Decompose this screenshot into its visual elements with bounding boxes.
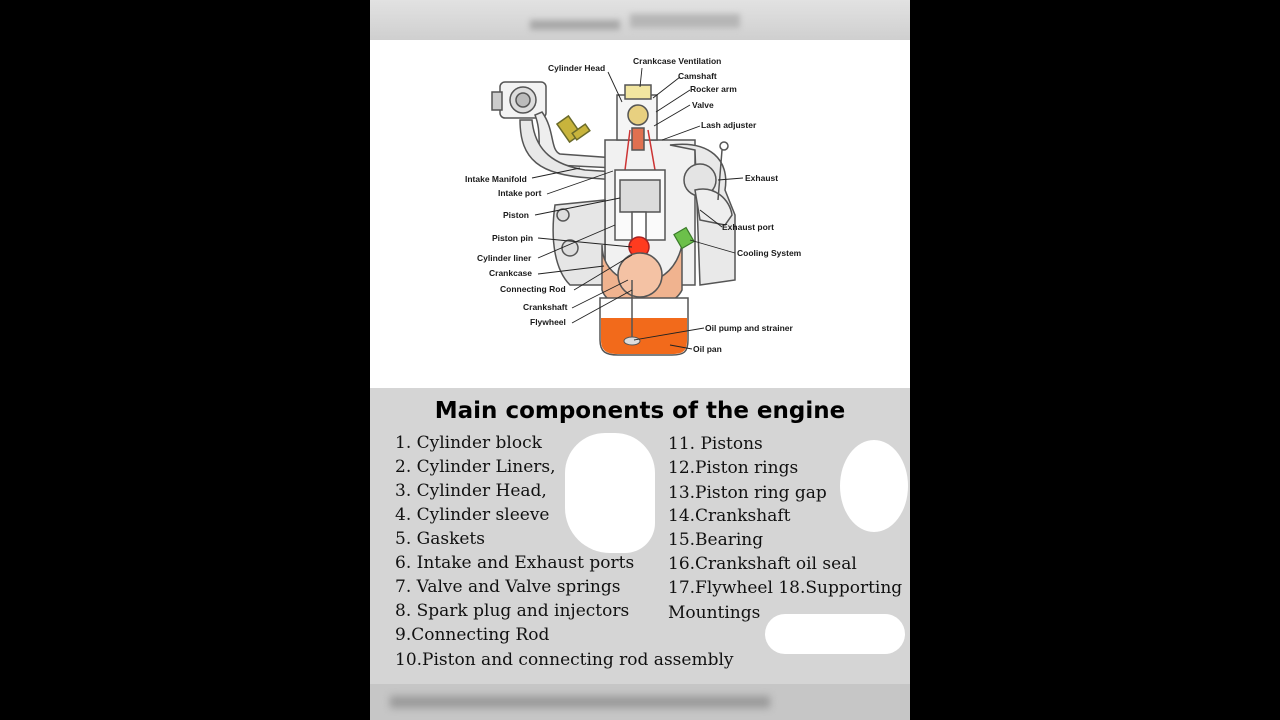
list-item: 2. Cylinder Liners, <box>395 457 556 477</box>
label-intake-manifold: Intake Manifold <box>465 174 527 184</box>
label-crankcase: Crankcase <box>489 268 533 278</box>
list-item: 7. Valve and Valve springs <box>395 577 621 597</box>
list-item: 11. Pistons <box>668 434 763 454</box>
blurred-top-strip <box>370 0 910 40</box>
list-item: Mountings <box>668 603 761 623</box>
list-item: 13.Piston ring gap <box>668 483 827 503</box>
label-exhaust-port: Exhaust port <box>722 222 774 232</box>
label-oil-pan: Oil pan <box>693 344 722 354</box>
list-item: 10.Piston and connecting rod assembly <box>395 650 734 670</box>
redaction-mask <box>840 440 908 532</box>
list-item: 15.Bearing <box>668 530 764 550</box>
oil-pan-shape <box>599 280 689 356</box>
engine-diagram: Cylinder Head Crankcase Ventilation Cams… <box>370 40 910 388</box>
list-item: 17.Flywheel 18.Supporting <box>668 578 903 598</box>
list-item: 14.Crankshaft <box>668 506 791 526</box>
label-crankcase-ventilation: Crankcase Ventilation <box>633 56 722 66</box>
label-oil-pump-and-strainer: Oil pump and strainer <box>705 323 793 333</box>
blurred-bottom-strip <box>370 684 910 720</box>
list-item: 6. Intake and Exhaust ports <box>395 553 635 573</box>
cooling-hose-shape <box>673 226 695 250</box>
label-cylinder-head: Cylinder Head <box>548 63 606 73</box>
list-item: 1. Cylinder block <box>395 433 542 453</box>
list-title: Main components of the engine <box>434 398 846 424</box>
components-list: Main components of the engine 1. Cylinde… <box>370 388 910 684</box>
label-exhaust: Exhaust <box>745 173 779 183</box>
label-cooling-system: Cooling System <box>737 248 802 258</box>
label-camshaft: Camshaft <box>678 71 717 81</box>
post-image: Cylinder Head Crankcase Ventilation Cams… <box>370 0 910 720</box>
label-rocker-arm: Rocker arm <box>690 84 737 94</box>
label-intake-port: Intake port <box>498 188 542 198</box>
redaction-mask <box>765 614 905 654</box>
leader-lines <box>531 67 744 350</box>
list-item: 16.Crankshaft oil seal <box>668 554 857 574</box>
label-valve: Valve <box>692 100 714 110</box>
cylinder-head-shape <box>616 84 658 171</box>
cylinder-shape <box>614 169 666 268</box>
list-item: 8. Spark plug and injectors <box>395 601 630 621</box>
label-connecting-rod: Connecting Rod <box>500 284 566 294</box>
label-piston: Piston <box>503 210 529 220</box>
list-item: 12.Piston rings <box>668 458 799 478</box>
label-crankshaft: Crankshaft <box>523 302 568 312</box>
label-lash-adjuster: Lash adjuster <box>701 120 757 130</box>
list-item: 3. Cylinder Head, <box>395 481 547 501</box>
list-item: 4. Cylinder sleeve <box>395 505 550 525</box>
label-piston-pin: Piston pin <box>492 233 534 243</box>
label-cylinder-liner: Cylinder liner <box>477 253 532 263</box>
label-flywheel: Flywheel <box>530 317 566 327</box>
exhaust-shape <box>694 141 733 226</box>
list-item: 5. Gaskets <box>395 529 485 549</box>
throttle-body <box>491 81 547 119</box>
list-item: 9.Connecting Rod <box>395 625 550 645</box>
redaction-mask <box>565 433 655 553</box>
engine-illustration <box>491 67 744 356</box>
injector-shape <box>555 114 591 144</box>
